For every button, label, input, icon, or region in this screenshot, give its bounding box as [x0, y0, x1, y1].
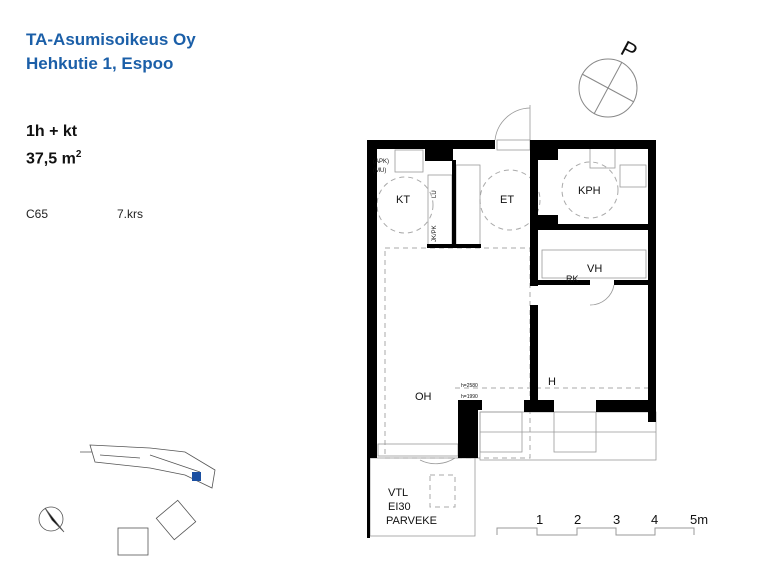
north-label: P: [617, 36, 642, 65]
apartment-area: 37,5 m2: [26, 149, 82, 168]
scale-label-2: 2: [574, 512, 581, 527]
label-apk: (APK): [373, 159, 389, 165]
scale-label-4: 4: [651, 512, 658, 527]
company-name: TA-Asumisoikeus Oy: [26, 30, 196, 49]
company-header: TA-Asumisoikeus Oy Hehkutie 1, Espoo: [26, 28, 196, 76]
label-vtl: VTL: [388, 487, 408, 499]
north-compass: P: [578, 36, 642, 118]
scale-label-3: 3: [613, 512, 620, 527]
label-h1990: h=1990: [461, 394, 478, 400]
room-label-et: ET: [500, 194, 514, 206]
fixtures: [369, 105, 657, 537]
apartment-type: 1h + kt: [26, 123, 78, 140]
apartment-summary: 1h + kt 37,5 m2: [26, 120, 81, 170]
label-rk: RK: [566, 274, 579, 284]
label-h2580: h=2580: [461, 383, 478, 389]
label-jkpk: JK/PK: [432, 225, 438, 242]
label-ei30: EI30: [388, 501, 411, 513]
apartment-code: C65: [26, 207, 49, 221]
scale-label-5m: 5m: [690, 512, 708, 527]
room-label-kt: KT: [396, 194, 410, 206]
furniture-outlines: [376, 161, 648, 508]
room-label-oh: OH: [415, 391, 432, 403]
address: Hehkutie 1, Espoo: [26, 54, 174, 73]
label-lu: LU: [432, 190, 438, 198]
room-label-parveke: PARVEKE: [386, 515, 437, 527]
floor-number: 7.krs: [117, 207, 144, 221]
apartment-location-marker: [192, 472, 201, 481]
walls: [367, 140, 656, 538]
label-mu: (MU): [373, 168, 386, 174]
room-label-vh: VH: [587, 263, 602, 275]
site-plan: [38, 444, 216, 556]
scale-bar: 1 2 3 4 5m: [496, 512, 708, 536]
site-north-arrow-icon: [44, 507, 65, 533]
room-label-kph: KPH: [578, 185, 601, 197]
scale-label-1: 1: [536, 512, 543, 527]
room-label-h: H: [548, 376, 556, 388]
